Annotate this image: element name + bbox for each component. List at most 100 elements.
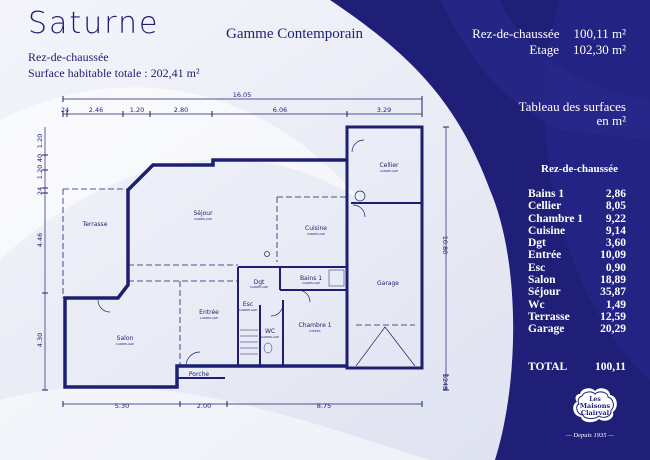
room-name: Bains 1 <box>528 188 565 200</box>
table-heading: Tableau des surfaces en m² <box>519 100 626 128</box>
room-name: Esc <box>528 261 546 274</box>
total-label: TOTAL <box>528 360 568 373</box>
room-name: Séjour <box>528 286 561 299</box>
room-name: Entrée <box>528 249 562 262</box>
total-value: 100,11 <box>595 360 626 373</box>
walls <box>62 125 424 389</box>
dimension-lines <box>42 96 449 407</box>
room-label-porche: Porche <box>189 371 210 378</box>
table-row: Esc 0,90 <box>528 262 626 274</box>
svg-text:Maisons: Maisons <box>580 402 611 410</box>
floor-label: CARRELAGE <box>239 308 257 312</box>
table-row: Cuisine 9,14 <box>528 225 626 237</box>
dim-label: 52 <box>441 374 449 382</box>
room-label-terrasse: Terrasse <box>82 221 108 228</box>
room-name: Cuisine <box>528 224 566 237</box>
room-name: Wc <box>528 298 545 311</box>
total-surface: Surface habitable totale : 202,41 m² <box>28 66 200 80</box>
room-labels: Séjour Terrasse Cuisine Cellier Garage D… <box>82 162 400 378</box>
since-label: — Depuis 1935 — <box>566 432 614 439</box>
room-label-wc: WC <box>265 328 275 335</box>
dim-label: 2.46 <box>89 106 103 114</box>
floor-label: CARRELAGE <box>200 316 218 320</box>
table-row: Terrasse 12,59 <box>528 311 626 323</box>
room-area: 9,14 <box>605 224 626 237</box>
table-row: Séjour 35,87 <box>528 286 626 298</box>
floor-labels: CARRELAGE CARRELAGE CARRELAGE CARRELAGE … <box>116 169 398 346</box>
room-label-sejour: Séjour <box>193 210 213 217</box>
range-label: Gamme Contemporain <box>226 26 364 42</box>
svg-text:Clairval: Clairval <box>581 409 610 417</box>
room-name: Chambre 1 <box>528 212 584 225</box>
table-row: Salon 18,89 <box>528 274 626 286</box>
dim-label: 1.20 <box>36 134 44 148</box>
level-label: Rez-de-chaussée <box>28 50 109 64</box>
table-title: Tableau des surfaces <box>518 99 626 114</box>
room-label-cellier: Cellier <box>379 162 399 169</box>
room-label-dgt: Dgt <box>254 279 265 286</box>
dim-label: 4.46 <box>36 233 44 247</box>
summary-value: 102,30 m² <box>572 42 626 57</box>
room-area: 0,90 <box>605 261 626 274</box>
floor-summary: Rez-de-chaussée 100,11 m² Etage 102,30 m² <box>472 26 626 58</box>
room-name: Terrasse <box>528 310 570 323</box>
dim-label: 6.06 <box>273 106 287 114</box>
room-area: 20,29 <box>600 323 626 336</box>
table-row: Dgt 3,60 <box>528 237 626 249</box>
floor-label: CARRELAGE <box>250 285 268 289</box>
svg-text:Les: Les <box>589 396 601 403</box>
room-name: Cellier <box>528 200 562 213</box>
dim-label: 40 <box>36 154 44 162</box>
room-area: 12,59 <box>600 310 626 323</box>
table-unit: en m² <box>596 113 626 128</box>
dimension-labels: 16.05 24 2.46 1.20 2.80 6.06 3.29 5.30 2… <box>36 91 449 410</box>
floor-label: CARRELAGE <box>194 217 212 221</box>
table-total-row: TOTAL 100,11 <box>528 361 626 373</box>
dim-label: 24 <box>36 187 44 195</box>
table-row: Chambre 1 9,22 <box>528 213 626 225</box>
summary-label: Rez-de-chaussée <box>472 26 560 41</box>
room-area: 8,05 <box>605 200 626 213</box>
room-area: 10,09 <box>600 249 626 262</box>
dim-label: 2.80 <box>174 106 188 114</box>
dim-label: 1.20 <box>130 106 144 114</box>
room-label-esc: Esc <box>243 301 253 308</box>
room-area: 35,87 <box>600 286 626 299</box>
room-area: 3,60 <box>605 237 626 250</box>
summary-value: 100,11 m² <box>573 26 626 41</box>
floor-label: CARRELAGE <box>302 281 320 285</box>
floor-label: DIVERS <box>309 329 320 333</box>
room-label-garage: Garage <box>377 280 399 287</box>
dim-label: 16.05 <box>233 91 252 99</box>
summary-label: Etage <box>529 42 559 57</box>
dim-label: 48 <box>441 382 449 390</box>
table-row: Cellier 8,05 <box>528 200 626 212</box>
floor-label: CARRELAGE <box>116 342 134 346</box>
room-label-bains: Bains 1 <box>300 275 322 282</box>
floor-label: CARRELAGE <box>380 169 398 173</box>
room-name: Dgt <box>528 237 546 250</box>
room-label-chambre: Chambre 1 <box>298 322 331 329</box>
table-section: Rez-de-chaussée <box>541 163 618 175</box>
room-label-cuisine: Cuisine <box>305 225 327 232</box>
maisons-clairval-logo: Les Maisons Clairval <box>573 388 617 423</box>
dim-label: 24 <box>61 106 69 114</box>
room-name: Salon <box>528 274 556 287</box>
dim-label: 2.00 <box>197 402 211 410</box>
room-label-salon: Salon <box>117 335 134 342</box>
dim-label: 10.80 <box>441 236 449 255</box>
room-area: 9,22 <box>605 212 626 225</box>
room-label-entree: Entrée <box>199 309 219 316</box>
dim-label: 4.30 <box>36 333 44 347</box>
model-title: Saturne <box>28 6 160 41</box>
floor-label: CARRELAGE <box>307 232 325 236</box>
dim-label: 8.75 <box>317 402 331 410</box>
room-area: 18,89 <box>600 274 626 287</box>
dim-label: 1.20 <box>36 165 44 179</box>
